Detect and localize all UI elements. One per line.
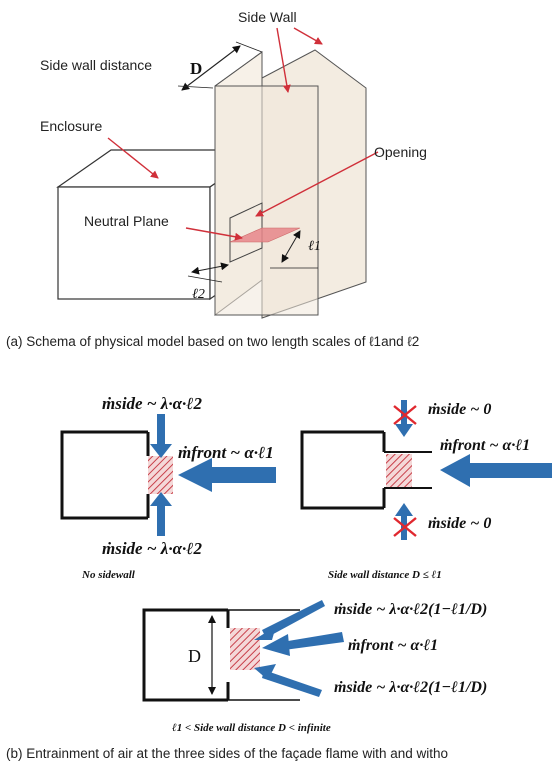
l1-dimension-line bbox=[281, 230, 301, 263]
caption-a: (a) Schema of physical model based on tw… bbox=[6, 334, 419, 349]
side-wall-pointer-2 bbox=[293, 27, 323, 45]
front-arrow-3 bbox=[262, 632, 344, 656]
neutral-plane-pointer bbox=[185, 227, 243, 241]
case-sidewall-far: D ṁside ~ λ·α·ℓ2(1−ℓ1/D) ṁfront ~ α·ℓ1 ṁ… bbox=[142, 600, 487, 734]
label-neutral-plane: Neutral Plane bbox=[84, 213, 169, 229]
enclosure-outline-2 bbox=[300, 430, 384, 510]
label-side-wall: Side Wall bbox=[238, 9, 297, 25]
label-opening: Opening bbox=[374, 144, 427, 160]
caption-b: (b) Entrainment of air at the three side… bbox=[6, 746, 448, 761]
opening-pointer bbox=[255, 151, 379, 217]
m-side-bottom-3: ṁside ~ λ·α·ℓ2(1−ℓ1/D) bbox=[334, 679, 487, 696]
side-arrow-top-1 bbox=[150, 414, 172, 458]
m-side-top-2: ṁside ~ 0 bbox=[428, 401, 491, 418]
m-front-1: ṁfront ~ α·ℓ1 bbox=[178, 443, 274, 462]
case-no-sidewall: ṁside ~ λ·α·ℓ2 ṁfront ~ α·ℓ1 ṁside ~ λ·α… bbox=[60, 394, 276, 581]
front-arrow-1 bbox=[178, 458, 276, 492]
enclosure-pointer bbox=[107, 137, 159, 179]
part-a-physical-model: Side Wall Side wall distance D Enclosure… bbox=[6, 9, 427, 349]
label-l1: ℓ1 bbox=[308, 239, 321, 254]
m-side-top-1: ṁside ~ λ·α·ℓ2 bbox=[102, 394, 203, 413]
opening bbox=[229, 202, 263, 263]
side-arrow-bottom-2 bbox=[393, 503, 417, 540]
m-side-top-3: ṁside ~ λ·α·ℓ2(1−ℓ1/D) bbox=[334, 601, 487, 618]
side-arrow-bottom-1 bbox=[150, 492, 172, 536]
label-l2: ℓ2 bbox=[192, 287, 205, 302]
label-no-sidewall: No sidewall bbox=[81, 569, 136, 581]
enclosure-outline-1 bbox=[60, 430, 148, 520]
label-enclosure: Enclosure bbox=[40, 118, 102, 134]
side-arrow-bottom-3 bbox=[254, 664, 322, 697]
m-side-bottom-1: ṁside ~ λ·α·ℓ2 bbox=[102, 539, 203, 558]
side-arrow-top-2 bbox=[393, 400, 417, 437]
label-sidewall-close: Side wall distance D ≤ ℓ1 bbox=[328, 569, 442, 581]
side-arrow-top-3 bbox=[254, 600, 325, 640]
front-arrow-2 bbox=[440, 454, 552, 487]
m-side-bottom-2: ṁside ~ 0 bbox=[428, 515, 491, 532]
flame-hatch-3 bbox=[230, 628, 260, 670]
flame-hatch-1 bbox=[148, 456, 173, 494]
label-d: D bbox=[190, 59, 202, 78]
m-front-3: ṁfront ~ α·ℓ1 bbox=[348, 637, 438, 654]
l2-dimension-line bbox=[191, 262, 229, 275]
side-wall-pointer-1 bbox=[276, 27, 291, 93]
flame-hatch-2 bbox=[386, 454, 412, 487]
m-front-2: ṁfront ~ α·ℓ1 bbox=[440, 437, 530, 454]
part-b-entrainment: ṁside ~ λ·α·ℓ2 ṁfront ~ α·ℓ1 ṁside ~ λ·α… bbox=[6, 394, 552, 761]
case-sidewall-close: ṁside ~ 0 ṁfront ~ α·ℓ1 ṁside ~ 0 Side w… bbox=[300, 400, 552, 581]
label-d-3: D bbox=[188, 646, 201, 666]
d-dimension-line bbox=[181, 45, 241, 91]
label-sidewall-far: ℓ1 < Side wall distance D < infinite bbox=[172, 722, 331, 734]
enclosure-outline-3 bbox=[142, 608, 228, 702]
label-side-wall-distance: Side wall distance bbox=[40, 57, 152, 73]
side-wall-face bbox=[214, 85, 319, 316]
